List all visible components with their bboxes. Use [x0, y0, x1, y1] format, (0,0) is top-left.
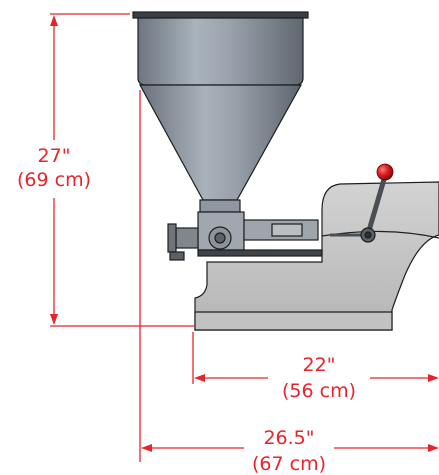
machine-base: [194, 181, 439, 331]
base-depth-dimension: 22" (56 cm): [192, 332, 439, 402]
base-depth-imperial-label: 22": [303, 354, 336, 376]
base-depth-metric-label: (56 cm): [282, 380, 356, 402]
handle-lever: [330, 173, 388, 243]
height-metric-label: (69 cm): [17, 169, 91, 191]
base-depth-arrow-left: [194, 374, 205, 382]
base-depth-arrow-right: [428, 374, 439, 382]
overall-depth-dimension: 26.5" (67 cm): [139, 90, 439, 475]
red-ball-knob: [376, 163, 394, 181]
pump-assembly: [167, 211, 323, 261]
overall-depth-arrow-right: [428, 444, 439, 452]
overall-depth-arrow-left: [141, 444, 152, 452]
height-dimension: 27" (69 cm): [17, 13, 195, 327]
hopper: [132, 11, 309, 213]
overall-depth-metric-label: (67 cm): [252, 453, 326, 475]
overall-depth-imperial-label: 26.5": [263, 427, 314, 449]
height-imperial-label: 27": [38, 145, 71, 167]
height-arrow-top: [50, 15, 58, 26]
height-arrow-bottom: [50, 314, 58, 325]
